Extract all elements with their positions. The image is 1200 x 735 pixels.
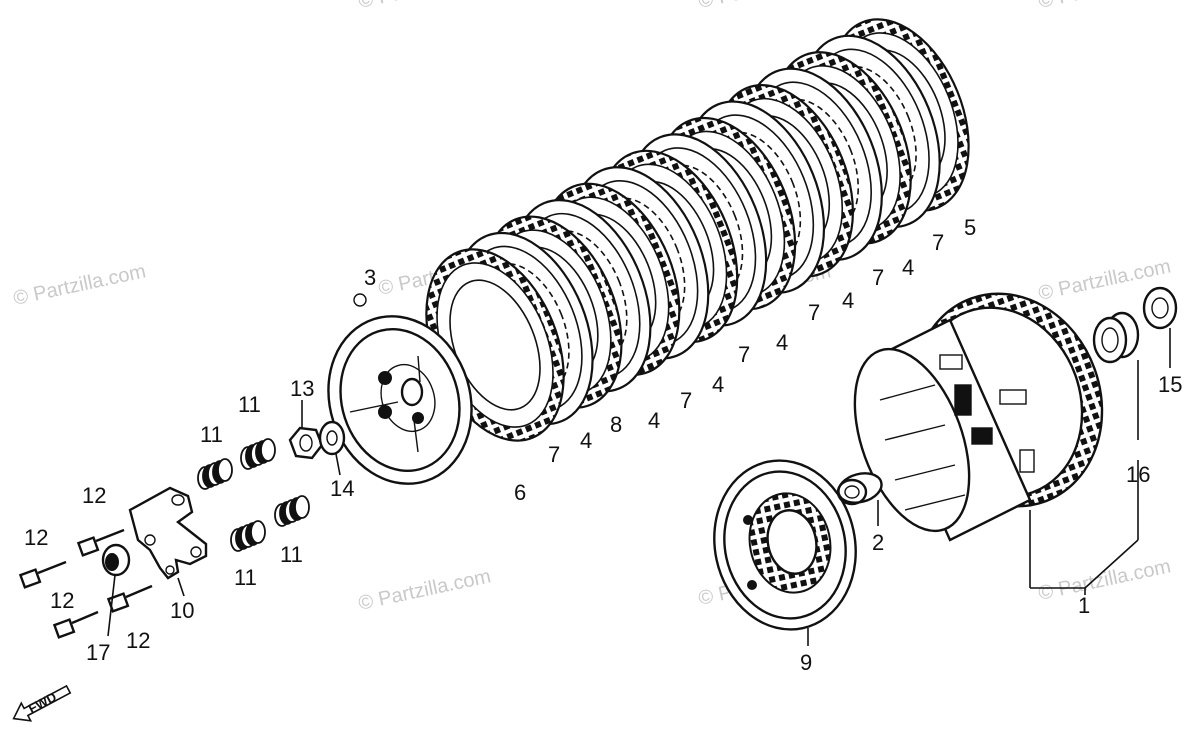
clutch-center bbox=[713, 459, 857, 631]
lock-washer bbox=[318, 420, 346, 456]
callout-12: 12 bbox=[126, 628, 150, 653]
callout-12: 12 bbox=[82, 483, 106, 508]
clutch-spring bbox=[240, 438, 276, 470]
watermark: © Partzilla.com bbox=[1036, 555, 1172, 605]
callout-15: 15 bbox=[1158, 372, 1182, 397]
bolt bbox=[106, 584, 153, 613]
lifter-bearing bbox=[101, 543, 131, 577]
callout-4: 4 bbox=[776, 330, 788, 355]
watermark: © Partzilla.com bbox=[1036, 0, 1172, 13]
callout-2: 2 bbox=[872, 530, 884, 555]
callout-10: 10 bbox=[170, 598, 194, 623]
callout-4: 4 bbox=[580, 428, 592, 453]
callout-8: 8 bbox=[610, 412, 622, 437]
watermark: © Partzilla.com bbox=[356, 565, 492, 615]
callout-14: 14 bbox=[330, 476, 354, 501]
callout-4: 4 bbox=[842, 288, 854, 313]
thrust-washer bbox=[1142, 286, 1178, 330]
callout-9: 9 bbox=[800, 650, 812, 675]
collar bbox=[836, 472, 883, 506]
callout-7: 7 bbox=[548, 442, 560, 467]
callout-11: 11 bbox=[200, 422, 223, 447]
callout-3: 3 bbox=[364, 265, 376, 290]
callout-7: 7 bbox=[872, 265, 884, 290]
callout-13: 13 bbox=[290, 376, 314, 401]
callout-7: 7 bbox=[680, 388, 692, 413]
callout-4: 4 bbox=[648, 408, 660, 433]
lifter-plate bbox=[128, 486, 208, 580]
clutch-springs bbox=[197, 438, 310, 552]
fwd-arrow: FWD bbox=[12, 684, 72, 722]
clutch-spring bbox=[197, 458, 233, 490]
fwd-label: FWD bbox=[26, 689, 59, 716]
callout-7: 7 bbox=[738, 342, 750, 367]
callout-12: 12 bbox=[24, 525, 48, 550]
clutch-outer bbox=[853, 292, 1104, 542]
callout-1: 1 bbox=[1078, 593, 1090, 618]
callout-7: 7 bbox=[932, 230, 944, 255]
clutch-spring bbox=[274, 495, 310, 527]
lock-nut bbox=[288, 426, 324, 460]
clutch-spring bbox=[230, 520, 266, 552]
callout-11: 11 bbox=[238, 392, 261, 417]
bolt bbox=[76, 528, 125, 557]
callout-4: 4 bbox=[712, 372, 724, 397]
callout-16: 16 bbox=[1126, 462, 1150, 487]
watermark: © Partzilla.com bbox=[11, 260, 147, 310]
callouts: 1 2 3 4 4 4 4 4 4 5 6 7 7 7 7 7 7 8 9 10… bbox=[24, 215, 1182, 675]
callout-11: 11 bbox=[234, 565, 257, 590]
callout-5: 5 bbox=[964, 215, 976, 240]
leader-lines bbox=[107, 328, 1171, 646]
callout-6: 6 bbox=[514, 480, 526, 505]
bolts bbox=[18, 528, 153, 639]
callout-7: 7 bbox=[808, 300, 820, 325]
callout-17: 17 bbox=[86, 640, 110, 665]
watermark: © Partzilla.com bbox=[696, 0, 832, 13]
bolt bbox=[18, 560, 67, 589]
bolt bbox=[52, 610, 99, 639]
callout-12: 12 bbox=[50, 588, 74, 613]
callout-11: 11 bbox=[280, 542, 303, 567]
needle-bearing bbox=[1092, 311, 1140, 364]
callout-4: 4 bbox=[902, 255, 914, 280]
watermark: © Partzilla.com bbox=[356, 0, 492, 13]
